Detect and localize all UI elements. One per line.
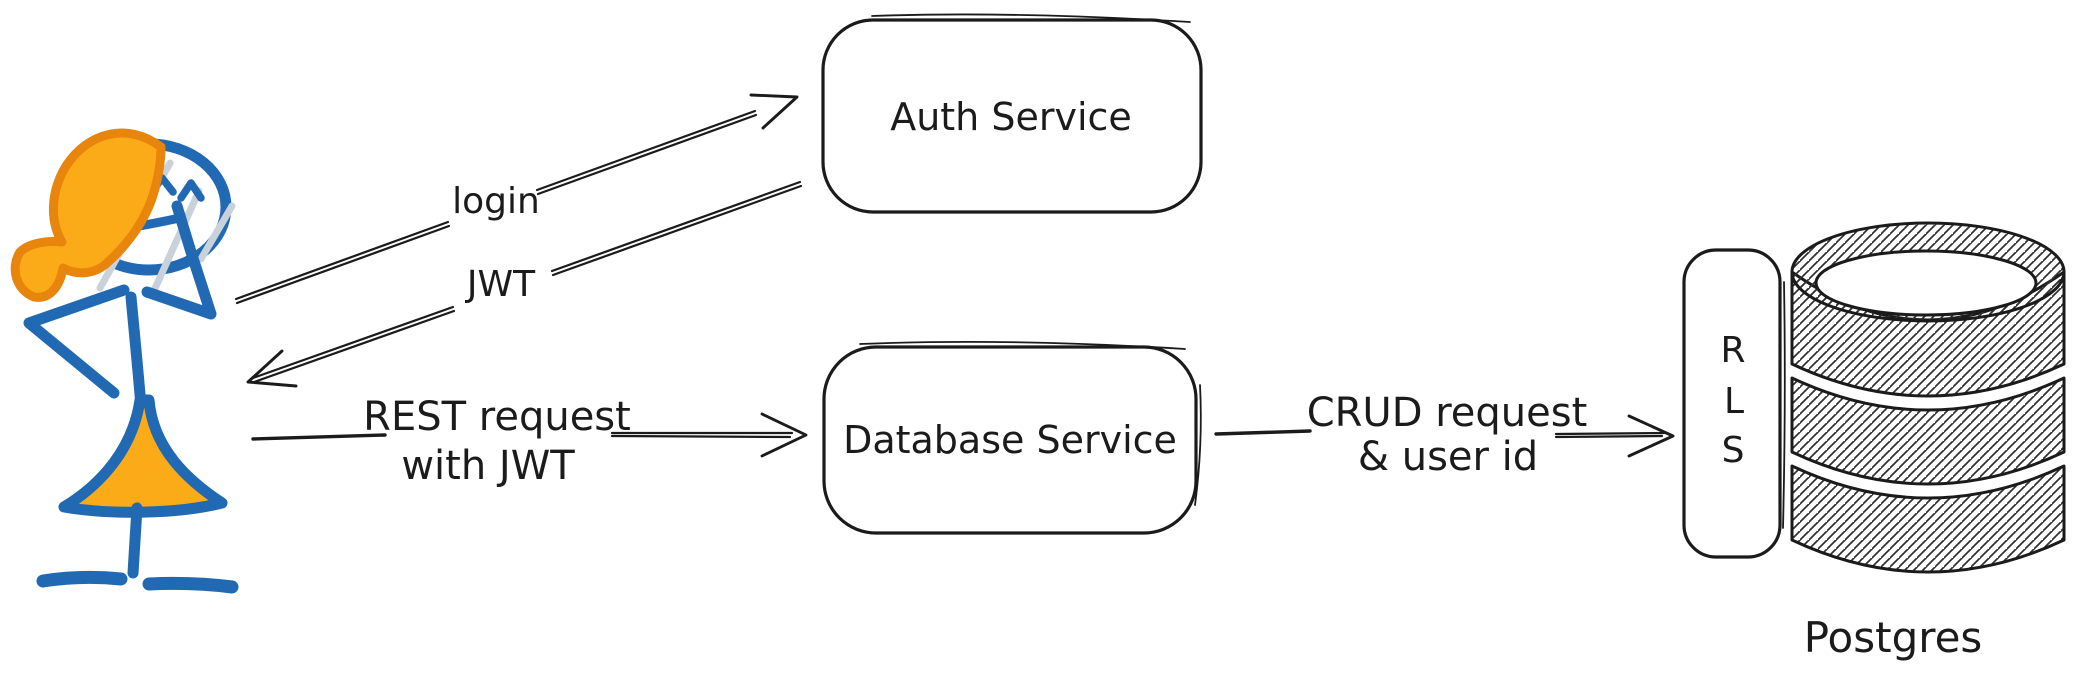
rls-letter-r: R — [1720, 330, 1745, 371]
rest-arrowhead — [760, 412, 808, 458]
auth-service-label: Auth Service — [890, 95, 1132, 139]
face-glare-line — [149, 187, 203, 297]
rls-box-overdraw — [1782, 281, 1786, 529]
login-arrow-shaft — [234, 220, 450, 301]
crud-arrow-shaft — [1554, 431, 1666, 436]
database-service-node: Database Service — [822, 340, 1202, 535]
actor-hair — [10, 128, 166, 302]
login-arrow-shaft — [536, 113, 758, 196]
jwt-arrowhead — [246, 349, 298, 388]
crud-arrow-label-line2: & user id — [1358, 434, 1538, 480]
database-service-label: Database Service — [843, 418, 1177, 462]
login-arrowhead — [749, 93, 799, 130]
rest-arrow-shaft — [251, 433, 387, 441]
rls-box — [1682, 248, 1782, 559]
actor-right-foot — [142, 576, 239, 594]
auth-service-box-overdraw — [871, 13, 1191, 23]
database-service-box — [822, 345, 1198, 535]
actor-thinking-arm — [141, 200, 217, 320]
crud-arrow-label-line1: CRUD request — [1307, 390, 1588, 436]
postgres-label: Postgres — [1804, 613, 1983, 662]
login-arrow-shaft — [235, 224, 451, 305]
database-cylinder-top-inner — [1814, 249, 2038, 317]
actor-leg — [127, 502, 143, 579]
jwt-arrow: JWT — [246, 180, 803, 388]
rls-letter-l: L — [1724, 381, 1744, 422]
rest-arrow-label-line2: with JWT — [401, 443, 575, 489]
actor-right-eye — [177, 179, 205, 202]
crud-arrow-shaft — [1214, 429, 1312, 436]
database-service-box-overdraw — [1194, 384, 1202, 506]
face-glare-line — [197, 202, 236, 263]
actor-left-foot — [36, 570, 128, 588]
auth-service-box — [821, 18, 1203, 214]
database-cylinder-band — [1790, 376, 2066, 486]
actor-skirt — [58, 394, 228, 518]
login-arrow-label: login — [452, 181, 540, 222]
jwt-arrow-label: JWT — [465, 264, 536, 305]
login-arrow: login — [234, 93, 799, 305]
crud-arrow-shaft — [1554, 434, 1664, 439]
database-cylinder-band — [1790, 464, 2066, 574]
jwt-arrow-shaft — [550, 180, 802, 273]
crud-arrow: CRUD request & user id — [1214, 390, 1675, 480]
crud-arrowhead — [1627, 414, 1675, 458]
postgres-node: Postgres — [1790, 221, 2066, 662]
rls-letter-s: S — [1722, 430, 1745, 471]
login-arrow-shaft — [535, 109, 757, 192]
jwt-arrow-shaft — [252, 309, 456, 384]
rest-arrow-label-line1: REST request — [363, 394, 631, 440]
actor-akimbo-arm — [23, 284, 130, 399]
rls-node: R L S — [1682, 248, 1786, 559]
database-service-box-overdraw — [859, 340, 1186, 350]
user-actor — [10, 128, 239, 594]
auth-service-node: Auth Service — [821, 13, 1203, 214]
rest-arrow-shaft — [610, 434, 792, 439]
jwt-arrow-shaft — [551, 184, 803, 277]
jwt-arrow-shaft — [251, 305, 455, 380]
rest-arrow: REST request with JWT — [251, 394, 808, 489]
